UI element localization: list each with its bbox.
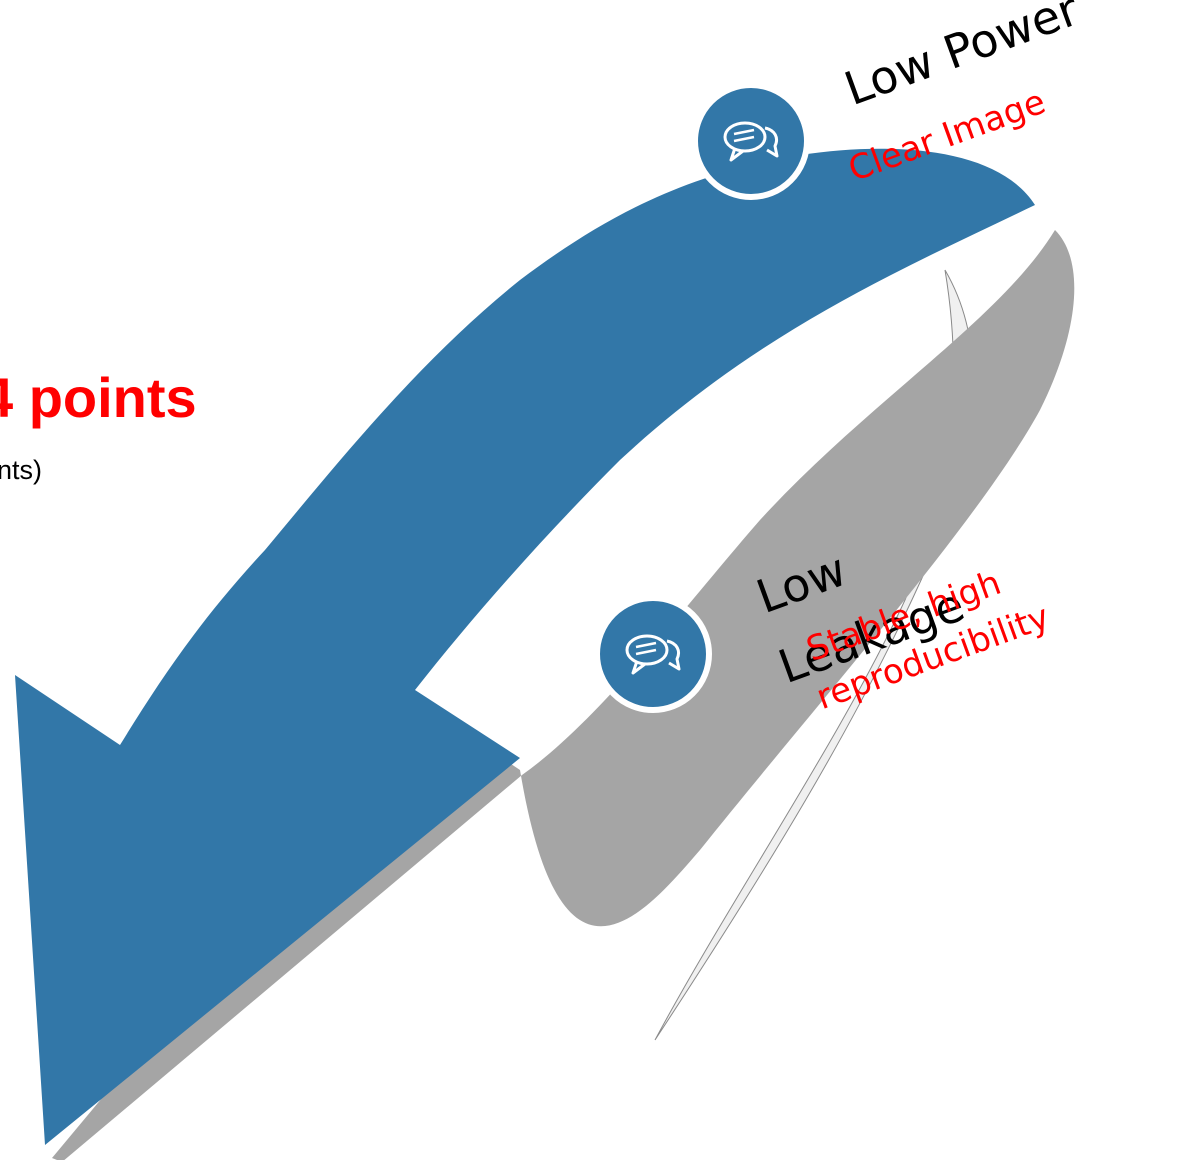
subheading-text: nts) [0,455,43,485]
badge-low-power [692,82,810,200]
speech-bubbles-icon [723,121,779,162]
arrow-body [15,148,1035,1145]
badge-low-leakage [594,595,712,713]
speech-bubbles-icon [625,634,681,675]
heading-points: 4 points [0,366,197,429]
